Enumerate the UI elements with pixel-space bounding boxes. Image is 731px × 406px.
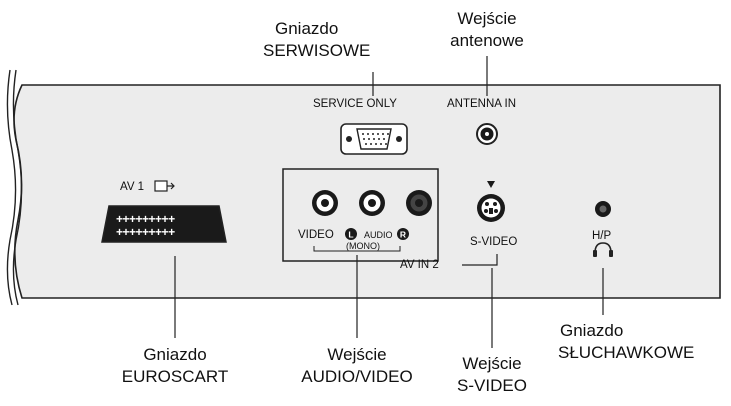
svideo-label: S-VIDEO [470, 236, 517, 248]
svideo-callout-line1: Wejście [462, 354, 522, 373]
audio-left-rca-jack [359, 190, 385, 216]
right-channel-badge: R [397, 228, 409, 240]
audio-label: AUDIO [364, 230, 393, 240]
svg-text:L: L [348, 230, 353, 240]
audio-video-callout-line1: Wejście [327, 345, 387, 364]
headphones-icon [593, 242, 613, 257]
headphones-callout-line2: SŁUCHAWKOWE [558, 343, 695, 362]
panel-cut-edge-inner [12, 69, 23, 306]
euroscart-port: +++++++++ +++++++++ [101, 205, 227, 243]
av-in-2-label: AV IN 2 [400, 259, 439, 271]
hp-label: H/P [592, 230, 612, 242]
svg-text:R: R [400, 230, 406, 240]
service-only-label: SERVICE ONLY [313, 98, 397, 110]
headphone-jack [595, 201, 611, 217]
svg-text:+++++++++: +++++++++ [116, 212, 175, 226]
mono-bracket [313, 246, 401, 252]
av1-label: AV 1 [120, 181, 144, 193]
scart-symbol-icon [154, 180, 175, 192]
antenna-callout-line2: antenowe [450, 31, 524, 50]
svideo-marker-icon [487, 181, 495, 188]
service-callout: Gniazdo SERWISOWE [263, 18, 393, 62]
headphones-callout: Gniazdo SŁUCHAWKOWE [558, 320, 726, 364]
headphones-callout-line1: Gniazdo [560, 321, 624, 340]
panel-cut-edge [6, 69, 17, 306]
service-callout-line1: Gniazdo [275, 19, 339, 38]
video-rca-jack [312, 190, 338, 216]
mono-label: (MONO) [346, 241, 380, 251]
euroscart-callout-line1: Gniazdo [143, 345, 207, 364]
svg-text:+++++++++: +++++++++ [116, 225, 175, 239]
antenna-in-label: ANTENNA IN [447, 98, 516, 110]
service-port [340, 123, 408, 155]
av-in-2-frame [282, 168, 439, 262]
svideo-port [477, 194, 505, 222]
service-callout-line2: SERWISOWE [263, 41, 371, 60]
audio-video-callout-line2: AUDIO/VIDEO [301, 367, 413, 386]
left-channel-badge: L [345, 228, 357, 240]
av-in-2-line [462, 254, 498, 266]
euroscart-callout-line2: EUROSCART [121, 367, 229, 386]
svideo-callout: Wejście S-VIDEO [442, 353, 542, 397]
audio-video-callout: Wejście AUDIO/VIDEO [287, 344, 427, 388]
audio-right-rca-jack [406, 190, 432, 216]
svideo-callout-line2: S-VIDEO [457, 376, 527, 395]
video-label: VIDEO [298, 229, 334, 241]
euroscart-callout: Gniazdo EUROSCART [115, 344, 235, 388]
antenna-callout: Wejście antenowe [432, 8, 542, 52]
antenna-port [476, 123, 498, 145]
antenna-callout-line1: Wejście [457, 9, 517, 28]
